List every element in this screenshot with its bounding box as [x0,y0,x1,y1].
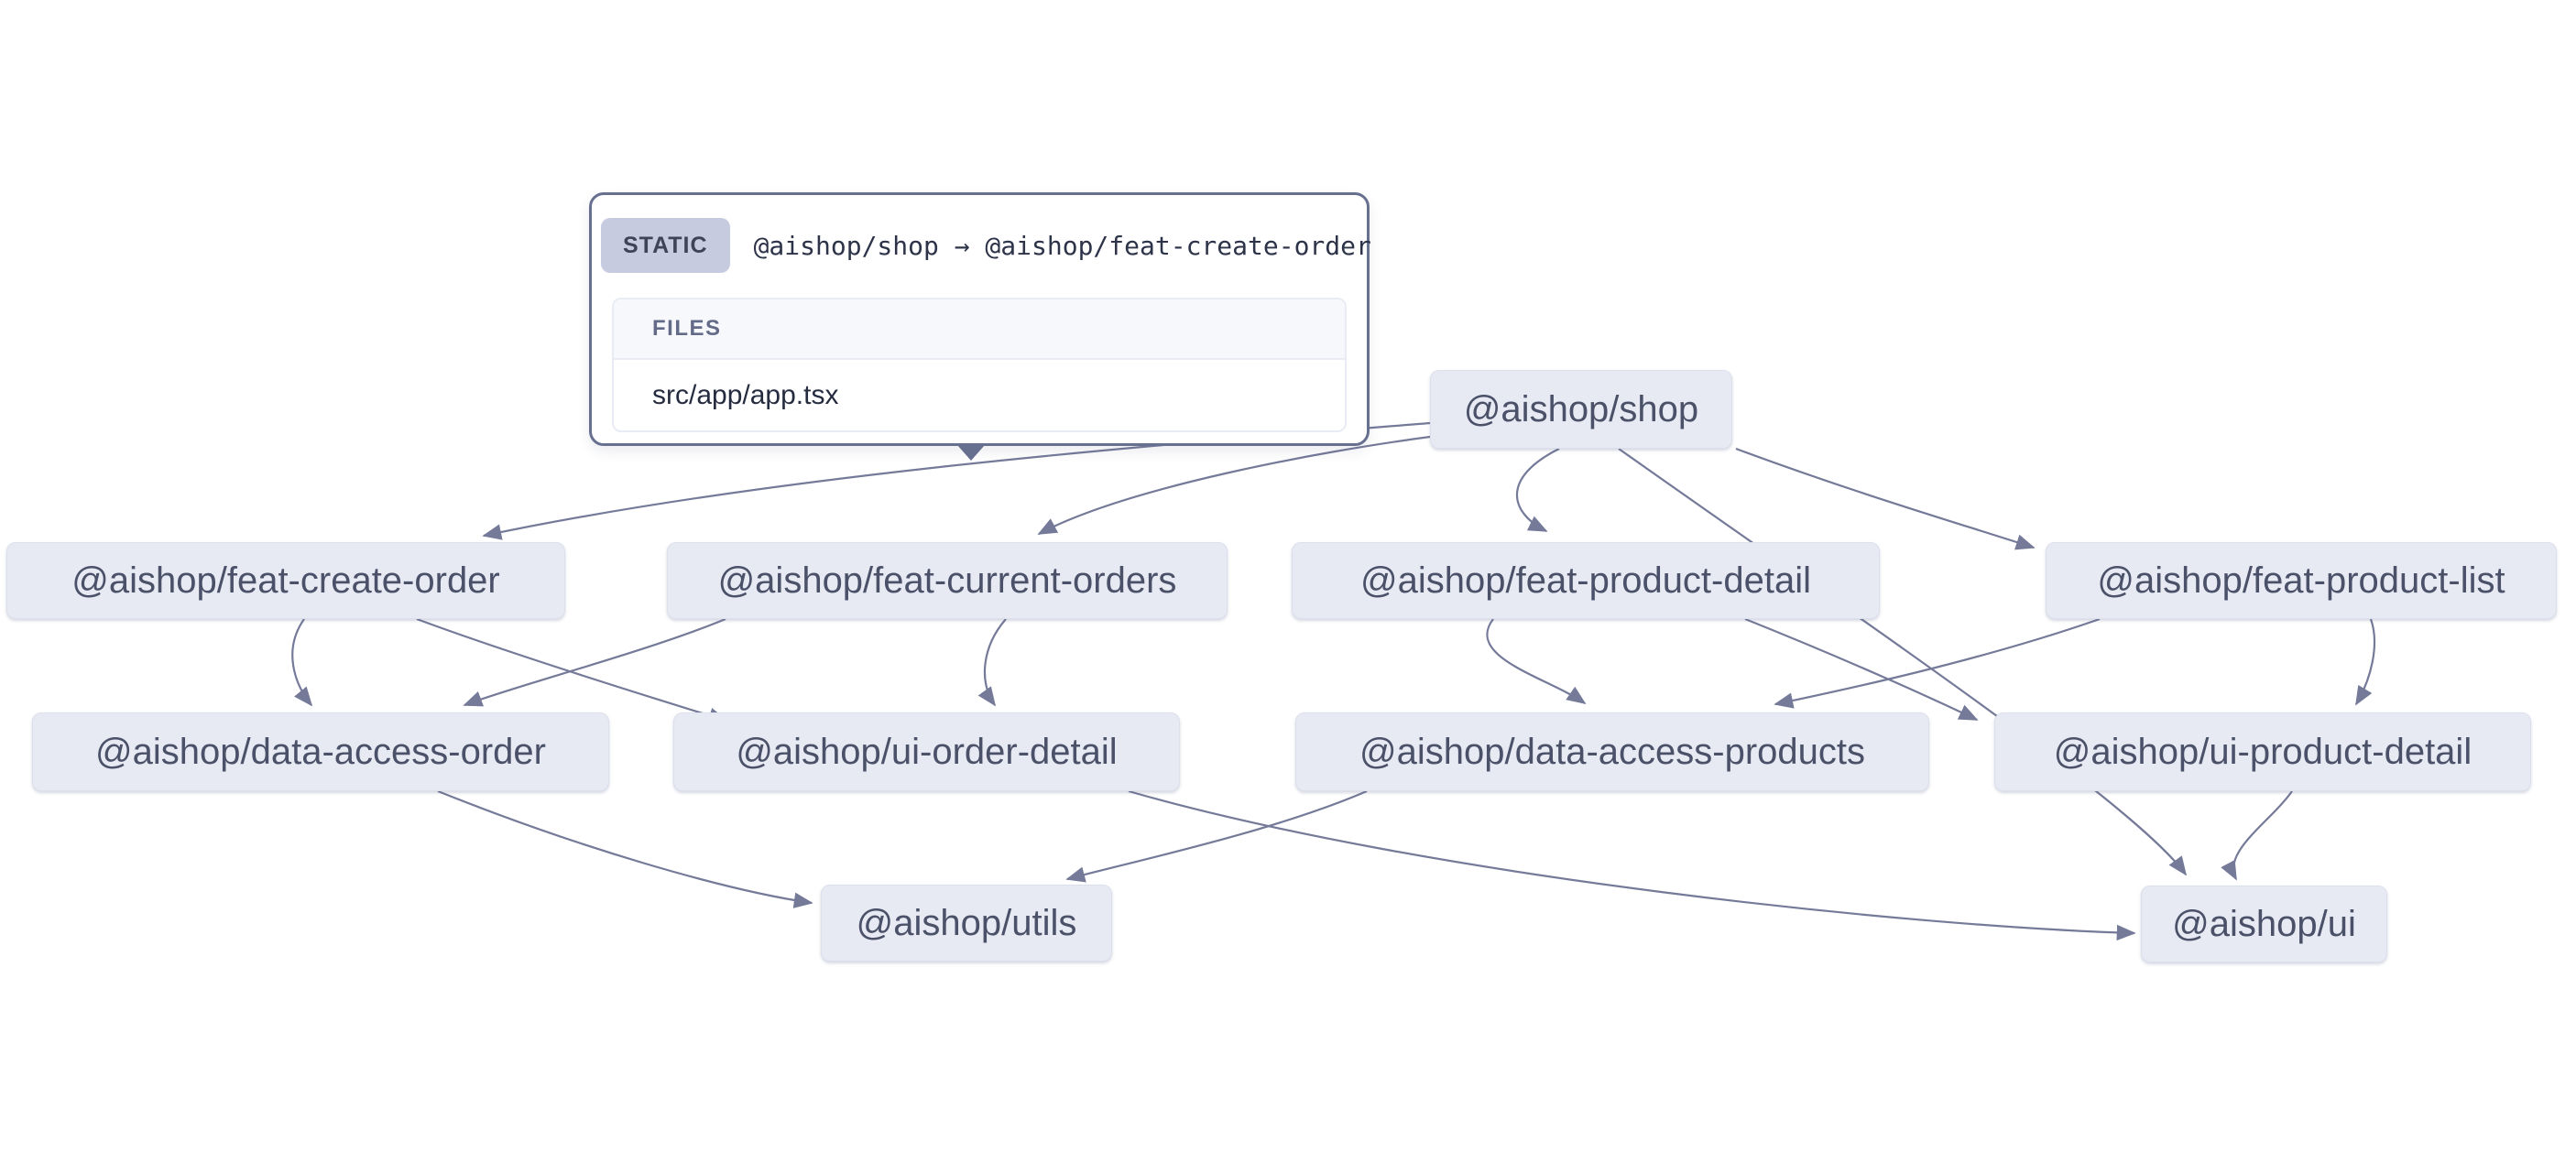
tooltip-pointer-icon [957,445,985,461]
graph-node-feat-current-orders[interactable]: @aishop/feat-current-orders [667,542,1228,619]
graph-node-data-access-order[interactable]: @aishop/data-access-order [32,712,609,791]
edge-shop-to-feat-product-detail[interactable] [1516,448,1560,532]
edge-feat-create-order-to-data-access-order[interactable] [291,618,313,707]
edge-feat-create-order-to-ui-order-detail[interactable] [416,617,728,723]
edge-feat-current-orders-to-ui-order-detail[interactable] [977,618,1007,707]
graph-node-utils[interactable]: @aishop/utils [821,885,1112,962]
edge-feat-product-detail-to-ui-product-detail[interactable] [1744,617,1979,721]
edge-ui-order-detail-to-ui[interactable] [1128,789,2136,941]
graph-node-data-access-products[interactable]: @aishop/data-access-products [1295,712,1929,791]
edge-tooltip-header: STATIC @aishop/shop → @aishop/feat-creat… [592,195,1371,273]
graph-node-shop[interactable]: @aishop/shop [1430,370,1732,449]
edge-data-access-products-to-utils[interactable] [1065,789,1368,883]
edge-tooltip: STATIC @aishop/shop → @aishop/feat-creat… [589,192,1371,446]
graph-node-feat-product-detail[interactable]: @aishop/feat-product-detail [1292,542,1880,619]
edge-tooltip-title: @aishop/shop → @aishop/feat-create-order [753,230,1371,261]
edge-data-access-order-to-utils[interactable] [437,789,813,908]
graph-node-ui-product-detail[interactable]: @aishop/ui-product-detail [1994,712,2531,791]
graph-node-ui[interactable]: @aishop/ui [2141,886,2387,962]
edge-feat-product-list-to-ui-product-detail[interactable] [2355,618,2376,706]
edge-shop-to-feat-product-list[interactable] [1735,447,2036,550]
graph-node-ui-order-detail[interactable]: @aishop/ui-order-detail [673,712,1180,791]
files-list: src/app/app.tsx [614,360,1345,430]
edges-group [291,421,2376,941]
edge-feat-current-orders-to-data-access-order[interactable] [463,617,726,707]
graph-node-feat-product-list[interactable]: @aishop/feat-product-list [2046,542,2557,619]
files-panel: FILES src/app/app.tsx [612,298,1347,432]
edge-shop-to-ui[interactable] [1618,448,2188,876]
edge-ui-product-detail-to-ui[interactable] [2221,790,2293,881]
edge-feat-product-detail-to-data-access-products[interactable] [1486,618,1587,705]
edge-feat-product-list-to-data-access-products[interactable] [1774,617,2101,709]
files-panel-header: FILES [614,299,1345,360]
graph-node-feat-create-order[interactable]: @aishop/feat-create-order [6,542,565,619]
edge-type-badge: STATIC [601,218,730,273]
edge-shop-to-feat-current-orders[interactable] [1037,435,1431,535]
file-list-item[interactable]: src/app/app.tsx [652,379,839,410]
